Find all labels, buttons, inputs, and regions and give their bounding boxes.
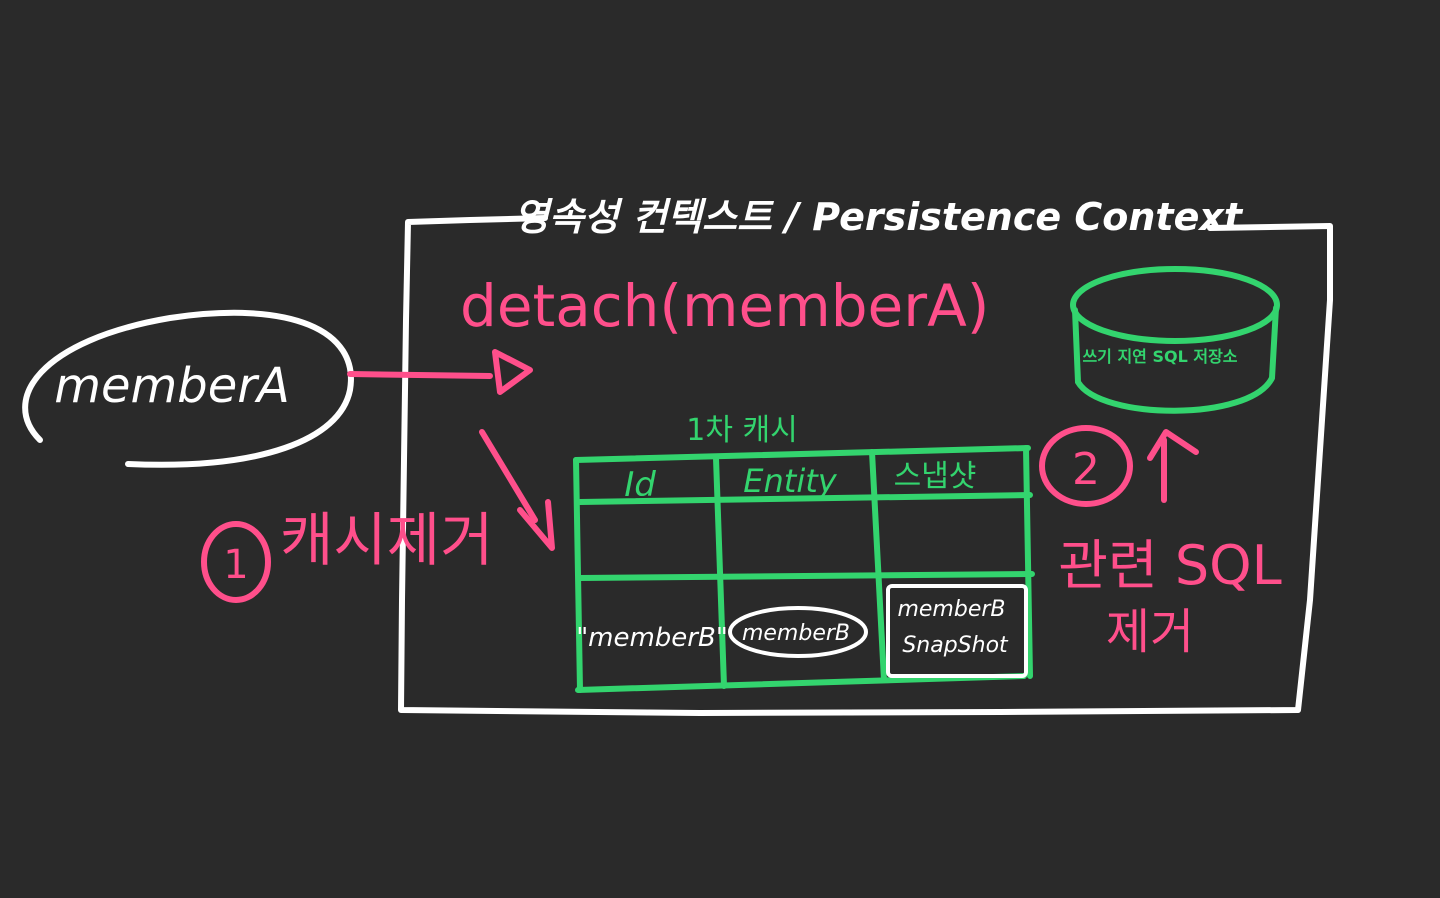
member-a-label: memberA [54,358,290,414]
step-1-circle [201,521,271,603]
step-1-label: 캐시제거 [280,506,493,574]
member-a-entity: memberA [22,309,354,468]
step-1: 1 캐시제거 [201,506,493,603]
first-level-cache-table [573,445,1035,693]
sql-store-top [1070,266,1280,344]
arrow-to-detach [347,349,533,395]
first-level-cache-title: 1차 캐시 [686,413,797,448]
table-row: "memberB" memberB memberB SnapShot [576,584,1028,678]
detach-call: detach(memberA) [460,272,989,340]
member-b-entity-ellipse [728,606,868,658]
step-2: 2 관련 SQL 제거 [1039,425,1282,660]
step-1-number: 1 [223,542,248,588]
arrow-up-to-sql-store [1147,429,1199,503]
sql-store: 쓰기 지연 SQL 저장소 [1070,266,1280,414]
header-snapshot: 스냅샷 [894,459,977,494]
header-entity: Entity [743,462,837,500]
cell-member-b-id: "memberB" [576,623,728,653]
step-2-circle [1039,425,1133,507]
step-2-label-line2: 제거 [1106,604,1194,660]
arrow-to-cache [479,429,555,551]
snapshot-line-2: SnapShot [902,633,1009,658]
context-title: 영속성 컨텍스트 / Persistence Context [514,195,1244,239]
table-headers: Id Entity 스냅샷 [624,459,976,505]
header-id: Id [624,465,656,505]
sql-store-label: 쓰기 지연 SQL 저장소 [1082,347,1237,366]
sql-store-body [1072,305,1279,414]
member-a-ellipse [22,309,354,468]
step-2-number: 2 [1072,444,1100,495]
cell-member-b-snapshot: memberB SnapShot [897,597,1012,658]
member-b-snapshot-box [886,584,1028,678]
persistence-context-box [398,215,1333,716]
cell-member-b-entity: memberB [742,621,850,646]
step-2-label-line1: 관련 SQL [1058,534,1281,597]
snapshot-line-1: memberB [897,597,1005,622]
